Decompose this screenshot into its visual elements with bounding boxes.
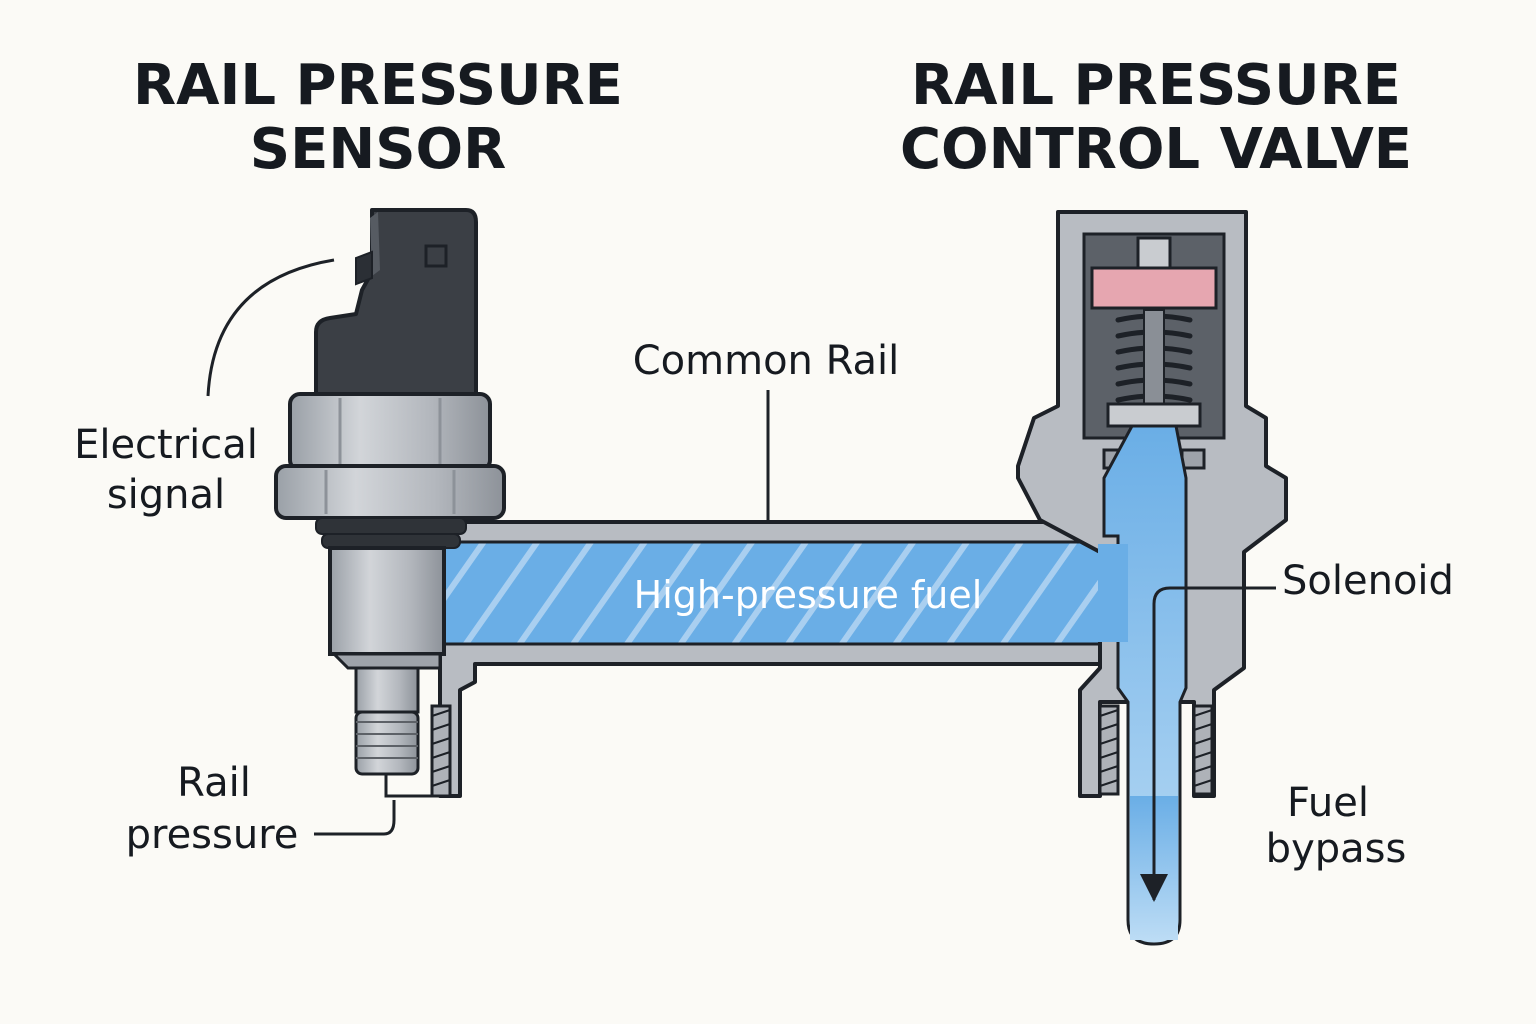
valve-seat bbox=[1106, 402, 1202, 428]
high-pressure-fuel-label: High-pressure fuel bbox=[634, 573, 983, 617]
electrical-leader-line bbox=[206, 258, 335, 397]
sensor-title-line2: SENSOR bbox=[250, 117, 507, 182]
rail-pressure-sensor bbox=[274, 208, 506, 798]
common-rail-label: Common Rail bbox=[633, 338, 900, 384]
valve-title: RAIL PRESSURE CONTROL VALVE bbox=[900, 53, 1412, 182]
fuel-bypass-label-line2: bypass bbox=[1266, 826, 1407, 872]
sensor-title-line1: RAIL PRESSURE bbox=[133, 53, 623, 118]
common-rail bbox=[430, 510, 1142, 798]
arrow-down-icon bbox=[1140, 586, 1276, 902]
sensor-body bbox=[328, 546, 446, 656]
sensor-hex-nut bbox=[274, 464, 506, 520]
valve-outlet-thread bbox=[1098, 704, 1214, 796]
sensor-collar bbox=[288, 392, 492, 472]
solenoid-label: Solenoid bbox=[1282, 558, 1454, 604]
sensor-seal-ring bbox=[315, 517, 467, 535]
valve-title-line1: RAIL PRESSURE bbox=[911, 53, 1401, 118]
valve-title-line2: CONTROL VALVE bbox=[900, 117, 1412, 182]
sensor-title: RAIL PRESSURE SENSOR bbox=[133, 53, 623, 182]
fuel-bypass-label-line1: Fuel bbox=[1287, 780, 1369, 826]
valve-armature bbox=[1090, 266, 1218, 310]
rail-pressure-label-line2: pressure bbox=[126, 812, 299, 858]
sensor-port-thread bbox=[430, 704, 452, 798]
connector-latch bbox=[424, 244, 448, 268]
electrical-signal-label-line2: signal bbox=[107, 472, 225, 518]
sensor-connector bbox=[314, 208, 478, 398]
rail-pressure-leader-line bbox=[314, 800, 396, 836]
electrical-signal-label-line1: Electrical bbox=[74, 422, 258, 468]
sensor-neck bbox=[354, 666, 420, 714]
rail-pressure-label-line1: Rail bbox=[177, 760, 251, 806]
